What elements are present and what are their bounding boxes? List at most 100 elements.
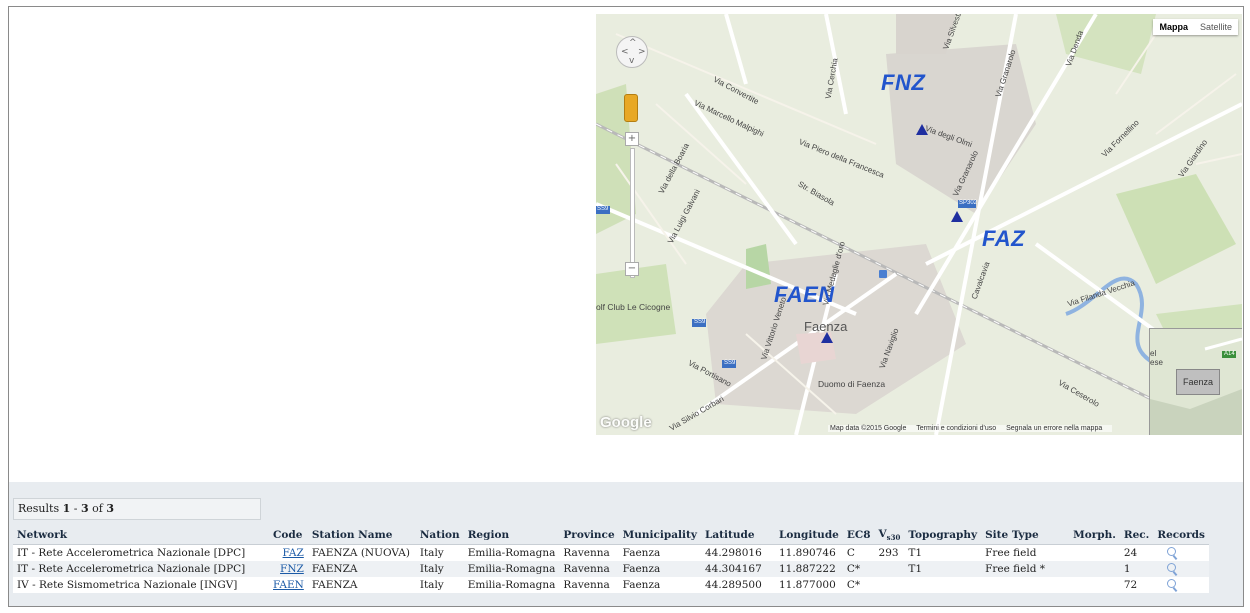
page-frame	[8, 6, 1244, 607]
cell-rec: 1	[1119, 561, 1154, 578]
station-code-link[interactable]: FAEN	[273, 579, 304, 592]
pan-down-icon[interactable]: v	[629, 56, 635, 66]
cell-nation: Italy	[415, 577, 464, 594]
table-row: IT - Rete Accelerometrica Nazionale [DPC…	[13, 544, 1209, 562]
cell-records	[1153, 577, 1209, 594]
town-label: Faenza	[804, 319, 848, 334]
col-site-type[interactable]: Site Type	[981, 526, 1070, 546]
cell-morph	[1069, 561, 1120, 578]
station-map[interactable]: Via Convertite Via Cerchia Via Silvestro…	[596, 14, 1242, 435]
cell-site-type: Free field	[981, 544, 1070, 562]
zoom-slider-track[interactable]	[630, 148, 635, 278]
cell-code: FAZ	[269, 544, 308, 562]
cell-code: FAEN	[269, 577, 308, 594]
cell-station: FAENZA	[307, 561, 416, 578]
col-rec[interactable]: Rec.	[1119, 526, 1154, 546]
table-header-row: Network Code Station Name Nation Region …	[13, 526, 1209, 546]
col-latitude[interactable]: Latitude	[700, 526, 775, 546]
overview-map[interactable]: A14 el ese Faenza	[1149, 328, 1242, 435]
zoom-out-button[interactable]: −	[625, 262, 639, 276]
cell-vs30: 293	[874, 544, 905, 562]
stations-table: Network Code Station Name Nation Region …	[13, 526, 1209, 594]
map-type-satellite-button[interactable]: Satellite	[1193, 19, 1238, 35]
results-of: of	[92, 502, 103, 515]
place-label: Duomo di Faenza	[818, 379, 886, 389]
magnifier-icon[interactable]	[1167, 563, 1177, 573]
station-marker-faen[interactable]	[821, 332, 833, 343]
station-label-faen: FAEN	[774, 282, 835, 307]
station-code-link[interactable]: FAZ	[282, 547, 304, 560]
col-code[interactable]: Code	[269, 526, 308, 546]
magnifier-icon[interactable]	[1167, 547, 1177, 557]
col-ec8[interactable]: EC8	[842, 526, 875, 546]
cell-latitude: 44.289500	[700, 577, 775, 594]
cell-longitude: 11.887222	[774, 561, 843, 578]
magnifier-icon[interactable]	[1167, 579, 1177, 589]
road-shield-label: SS9	[597, 206, 609, 212]
col-nation[interactable]: Nation	[415, 526, 464, 546]
pan-right-icon[interactable]: >	[638, 47, 646, 57]
overview-side-text: el ese	[1150, 349, 1163, 367]
zoom-in-button[interactable]: +	[625, 132, 639, 146]
station-label-fnz: FNZ	[881, 70, 926, 95]
cell-ec8: C*	[842, 561, 875, 578]
col-province[interactable]: Province	[559, 526, 619, 546]
col-morph[interactable]: Morph.	[1069, 526, 1120, 546]
cell-region: Emilia-Romagna	[463, 577, 560, 594]
zoom-control: + −	[625, 132, 639, 297]
pan-up-icon[interactable]: ^	[629, 38, 637, 48]
cell-municipality: Faenza	[618, 561, 701, 578]
cell-code: FNZ	[269, 561, 308, 578]
cell-records	[1153, 544, 1209, 562]
cell-rec: 72	[1119, 577, 1154, 594]
results-count: Results 1 - 3 of 3	[13, 498, 261, 520]
cell-site-type	[981, 577, 1070, 594]
cell-region: Emilia-Romagna	[463, 544, 560, 562]
overview-viewport-box[interactable]: Faenza	[1176, 369, 1220, 395]
table-row: IT - Rete Accelerometrica Nazionale [DPC…	[13, 561, 1209, 578]
col-region[interactable]: Region	[463, 526, 560, 546]
station-marker-fnz[interactable]	[916, 124, 928, 135]
results-prefix: Results	[18, 502, 60, 515]
terms-link[interactable]: Termini e condizioni d'uso	[916, 425, 997, 432]
street-view-pegman-icon[interactable]	[624, 94, 638, 122]
report-error-link[interactable]: Segnala un errore nella mappa	[1006, 425, 1103, 432]
station-code-link[interactable]: FNZ	[280, 563, 304, 576]
results-to: 3	[80, 502, 89, 515]
cell-nation: Italy	[415, 561, 464, 578]
results-panel: Results 1 - 3 of 3 Network Code Station …	[9, 482, 1243, 606]
col-vs30-label: V	[878, 528, 887, 540]
col-topography[interactable]: Topography	[904, 526, 982, 546]
station-marker-faz[interactable]	[951, 211, 963, 222]
cell-province: Ravenna	[559, 577, 619, 594]
cell-region: Emilia-Romagna	[463, 561, 560, 578]
col-municipality[interactable]: Municipality	[618, 526, 701, 546]
map-type-mappa-button[interactable]: Mappa	[1153, 19, 1194, 35]
col-vs30[interactable]: Vs30	[874, 526, 905, 546]
cell-vs30	[874, 577, 905, 594]
map-data-credit: Map data ©2015 Google	[830, 425, 907, 432]
col-longitude[interactable]: Longitude	[774, 526, 843, 546]
col-vs30-sub: s30	[886, 533, 901, 543]
cell-site-type: Free field *	[981, 561, 1070, 578]
map-base-layer	[596, 14, 1242, 435]
road-shield-label: SS9	[694, 319, 706, 325]
cell-ec8: C	[842, 544, 875, 562]
col-records[interactable]: Records	[1153, 526, 1209, 546]
cell-records	[1153, 561, 1209, 578]
place-label: olf Club Le Cicogne	[596, 302, 671, 312]
cell-latitude: 44.298016	[700, 544, 775, 562]
cell-nation: Italy	[415, 544, 464, 562]
cell-longitude: 11.877000	[774, 577, 843, 594]
cell-network: IV - Rete Sismometrica Nazionale [INGV]	[13, 577, 269, 594]
pan-left-icon[interactable]: <	[621, 47, 629, 57]
col-station-name[interactable]: Station Name	[307, 526, 416, 546]
cell-vs30	[874, 561, 905, 578]
cell-morph	[1069, 577, 1120, 594]
pan-control[interactable]: ^ < > v	[616, 36, 648, 68]
results-from: 1	[62, 502, 71, 515]
cell-latitude: 44.304167	[700, 561, 775, 578]
col-network[interactable]: Network	[13, 526, 269, 546]
table-row: IV - Rete Sismometrica Nazionale [INGV] …	[13, 577, 1209, 594]
road-shield-label: SP302	[959, 200, 978, 206]
